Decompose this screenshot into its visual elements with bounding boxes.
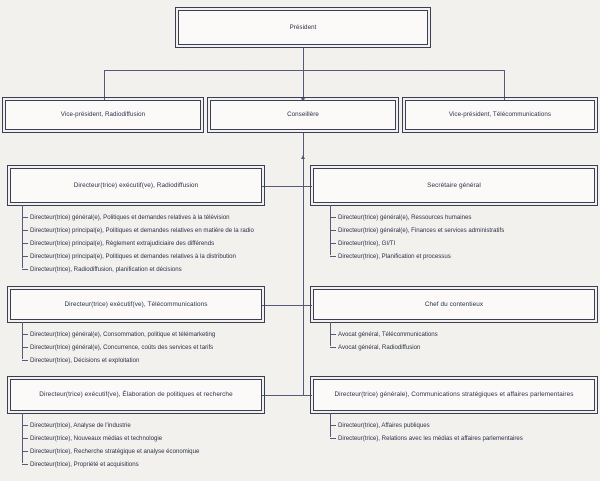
connector-spine-branch-tier5 xyxy=(262,395,312,396)
leaf-label: Directeur(trice), Propriété et acquisiti… xyxy=(30,460,139,468)
list-item[interactable]: Directeur(trice), Analyse de l'industrie xyxy=(22,419,199,432)
list-item[interactable]: Directeur(trice), Propriété et acquisiti… xyxy=(22,458,199,471)
leaf-label: Avocat général, Télécommunications xyxy=(338,330,438,338)
connector-vp-bus xyxy=(104,70,504,71)
node-dir-exec-politiques[interactable]: Directeur(trice) exécutif(ve), Élaborati… xyxy=(7,376,265,414)
leader-tick-icon xyxy=(22,334,28,335)
connector-vp-left-drop xyxy=(104,70,105,100)
leaf-label: Directeur(trice) général(e), Ressources … xyxy=(338,213,472,221)
leader-tick-icon xyxy=(22,243,28,244)
list-item[interactable]: Directeur(trice), Nouveaux médias et tec… xyxy=(22,432,199,445)
node-dir-exec-radiodiffusion[interactable]: Directeur(trice) exécutif(ve), Radiodiff… xyxy=(7,165,265,206)
leaf-label: Directeur(trice), Affaires publiques xyxy=(338,421,430,429)
list-item[interactable]: Directeur(trice) principal(e), Règlement… xyxy=(22,237,254,250)
leader-tick-icon xyxy=(22,230,28,231)
node-secretaire-general[interactable]: Secrétaire général xyxy=(310,165,598,206)
list-item[interactable]: Directeur(trice) général(e), Concurrence… xyxy=(22,341,215,354)
leaf-label: Avocat général, Radiodiffusion xyxy=(338,343,421,351)
list-item[interactable]: Avocat général, Radiodiffusion xyxy=(330,341,438,354)
connector-vp-right-drop xyxy=(504,70,505,100)
leaf-label: Directeur(trice), GI/TI xyxy=(338,239,396,247)
list-item[interactable]: Directeur(trice) principal(e), Politique… xyxy=(22,250,254,263)
leaf-list-secretariat: Directeur(trice) général(e), Ressources … xyxy=(330,211,504,263)
node-vp-radiodiffusion[interactable]: Vice-président, Radiodiffusion xyxy=(2,97,204,133)
leader-tick-icon xyxy=(330,425,336,426)
leader-tick-icon xyxy=(330,217,336,218)
leader-tick-icon xyxy=(22,425,28,426)
leader-tick-icon xyxy=(22,256,28,257)
list-item[interactable]: Directeur(trice) général(e), Finances et… xyxy=(330,224,504,237)
node-vp-telecommunications-label: Vice-président, Télécommunications xyxy=(448,111,552,119)
list-item[interactable]: Directeur(trice), Relations avec les méd… xyxy=(330,432,523,445)
leaf-label: Directeur(trice) principal(e), Politique… xyxy=(30,252,236,260)
leaf-list-radiodiffusion: Directeur(trice) général(e), Politiques … xyxy=(22,211,254,276)
list-item[interactable]: Directeur(trice), GI/TI xyxy=(330,237,504,250)
leader-tick-icon xyxy=(330,438,336,439)
node-president-label: Président xyxy=(289,23,317,31)
leaf-list-politiques-recherche: Directeur(trice), Analyse de l'industrie… xyxy=(22,419,199,471)
leaf-label: Directeur(trice) principal(e), Règlement… xyxy=(30,239,215,247)
leaf-label: Directeur(trice), Planification et proce… xyxy=(338,252,451,260)
node-president[interactable]: Président xyxy=(175,7,431,48)
leader-tick-icon xyxy=(22,217,28,218)
node-dg-communications[interactable]: Directeur(trice) générale), Communicatio… xyxy=(310,376,598,414)
list-item[interactable]: Avocat général, Télécommunications xyxy=(330,328,438,341)
node-dg-communications-label: Directeur(trice) générale), Communicatio… xyxy=(334,391,574,399)
node-dir-exec-telecommunications-label: Directeur(trice) exécutif(ve), Télécommu… xyxy=(64,300,208,308)
leaf-label: Directeur(trice) général(e), Consommatio… xyxy=(30,330,216,338)
list-item[interactable]: Directeur(trice) principal(e), Politique… xyxy=(22,224,254,237)
node-dir-exec-telecommunications[interactable]: Directeur(trice) exécutif(ve), Télécommu… xyxy=(7,286,265,323)
connector-spine-branch-tier4 xyxy=(262,305,312,306)
leaf-list-telecommunications: Directeur(trice) général(e), Consommatio… xyxy=(22,328,215,367)
leaf-label: Directeur(trice), Recherche stratégique … xyxy=(30,447,200,455)
list-item[interactable]: Directeur(trice), Décisions et exploitat… xyxy=(22,354,215,367)
node-vp-radiodiffusion-label: Vice-président, Radiodiffusion xyxy=(60,111,146,119)
leader-tick-icon xyxy=(22,347,28,348)
leaf-label: Directeur(trice), Analyse de l'industrie xyxy=(30,421,131,429)
connector-leaf-spine-radiodiffusion xyxy=(22,205,23,268)
node-secretaire-general-label: Secrétaire général xyxy=(427,181,481,189)
leaf-label: Directeur(trice) général(e), Concurrence… xyxy=(30,343,214,351)
connector-spine-branch-tier3 xyxy=(262,186,312,187)
leader-tick-icon xyxy=(22,360,28,361)
leader-tick-icon xyxy=(330,243,336,244)
node-dir-exec-politiques-label: Directeur(trice) exécutif(ve), Élaborati… xyxy=(39,391,233,399)
list-item[interactable]: Directeur(trice), Planification et proce… xyxy=(330,250,504,263)
leader-tick-icon xyxy=(330,230,336,231)
leaf-label: Directeur(trice), Relations avec les méd… xyxy=(338,434,523,442)
list-item[interactable]: Directeur(trice) général(e), Consommatio… xyxy=(22,328,215,341)
leader-tick-icon xyxy=(22,464,28,465)
list-item[interactable]: Directeur(trice), Recherche stratégique … xyxy=(22,445,199,458)
node-dir-exec-radiodiffusion-label: Directeur(trice) exécutif(ve), Radiodiff… xyxy=(73,181,199,189)
leaf-label: Directeur(trice), Radiodiffusion, planif… xyxy=(30,265,182,273)
leader-tick-icon xyxy=(330,347,336,348)
connector-main-spine xyxy=(303,133,304,395)
leader-tick-icon xyxy=(22,269,28,270)
node-chef-contentieux[interactable]: Chef du contentieux xyxy=(310,286,598,323)
node-conseillere-label: Conseillère xyxy=(287,111,319,119)
connector-leaf-spine-telecommunications xyxy=(22,322,23,359)
node-chef-contentieux-label: Chef du contentieux xyxy=(424,300,484,308)
connector-president-trunk xyxy=(303,48,304,100)
list-item[interactable]: Directeur(trice), Radiodiffusion, planif… xyxy=(22,263,254,276)
leader-tick-icon xyxy=(330,256,336,257)
leaf-label: Directeur(trice), Nouveaux médias et tec… xyxy=(30,434,163,442)
list-item[interactable]: Directeur(trice) général(e), Politiques … xyxy=(22,211,254,224)
node-vp-telecommunications[interactable]: Vice-président, Télécommunications xyxy=(402,97,598,133)
list-item[interactable]: Directeur(trice) général(e), Ressources … xyxy=(330,211,504,224)
leader-tick-icon xyxy=(22,438,28,439)
leaf-label: Directeur(trice) général(e), Politiques … xyxy=(30,213,230,221)
leader-tick-icon xyxy=(22,451,28,452)
leaf-list-contentieux: Avocat général, Télécommunications Avoca… xyxy=(330,328,438,354)
list-item[interactable]: Directeur(trice), Affaires publiques xyxy=(330,419,523,432)
node-conseillere[interactable]: Conseillère xyxy=(207,97,399,133)
leaf-label: Directeur(trice) principal(e), Politique… xyxy=(30,226,254,234)
leaf-label: Directeur(trice), Décisions et exploitat… xyxy=(30,356,140,364)
leaf-label: Directeur(trice) général(e), Finances et… xyxy=(338,226,505,234)
leaf-list-communications: Directeur(trice), Affaires publiques Dir… xyxy=(330,419,523,445)
leader-tick-icon xyxy=(330,334,336,335)
